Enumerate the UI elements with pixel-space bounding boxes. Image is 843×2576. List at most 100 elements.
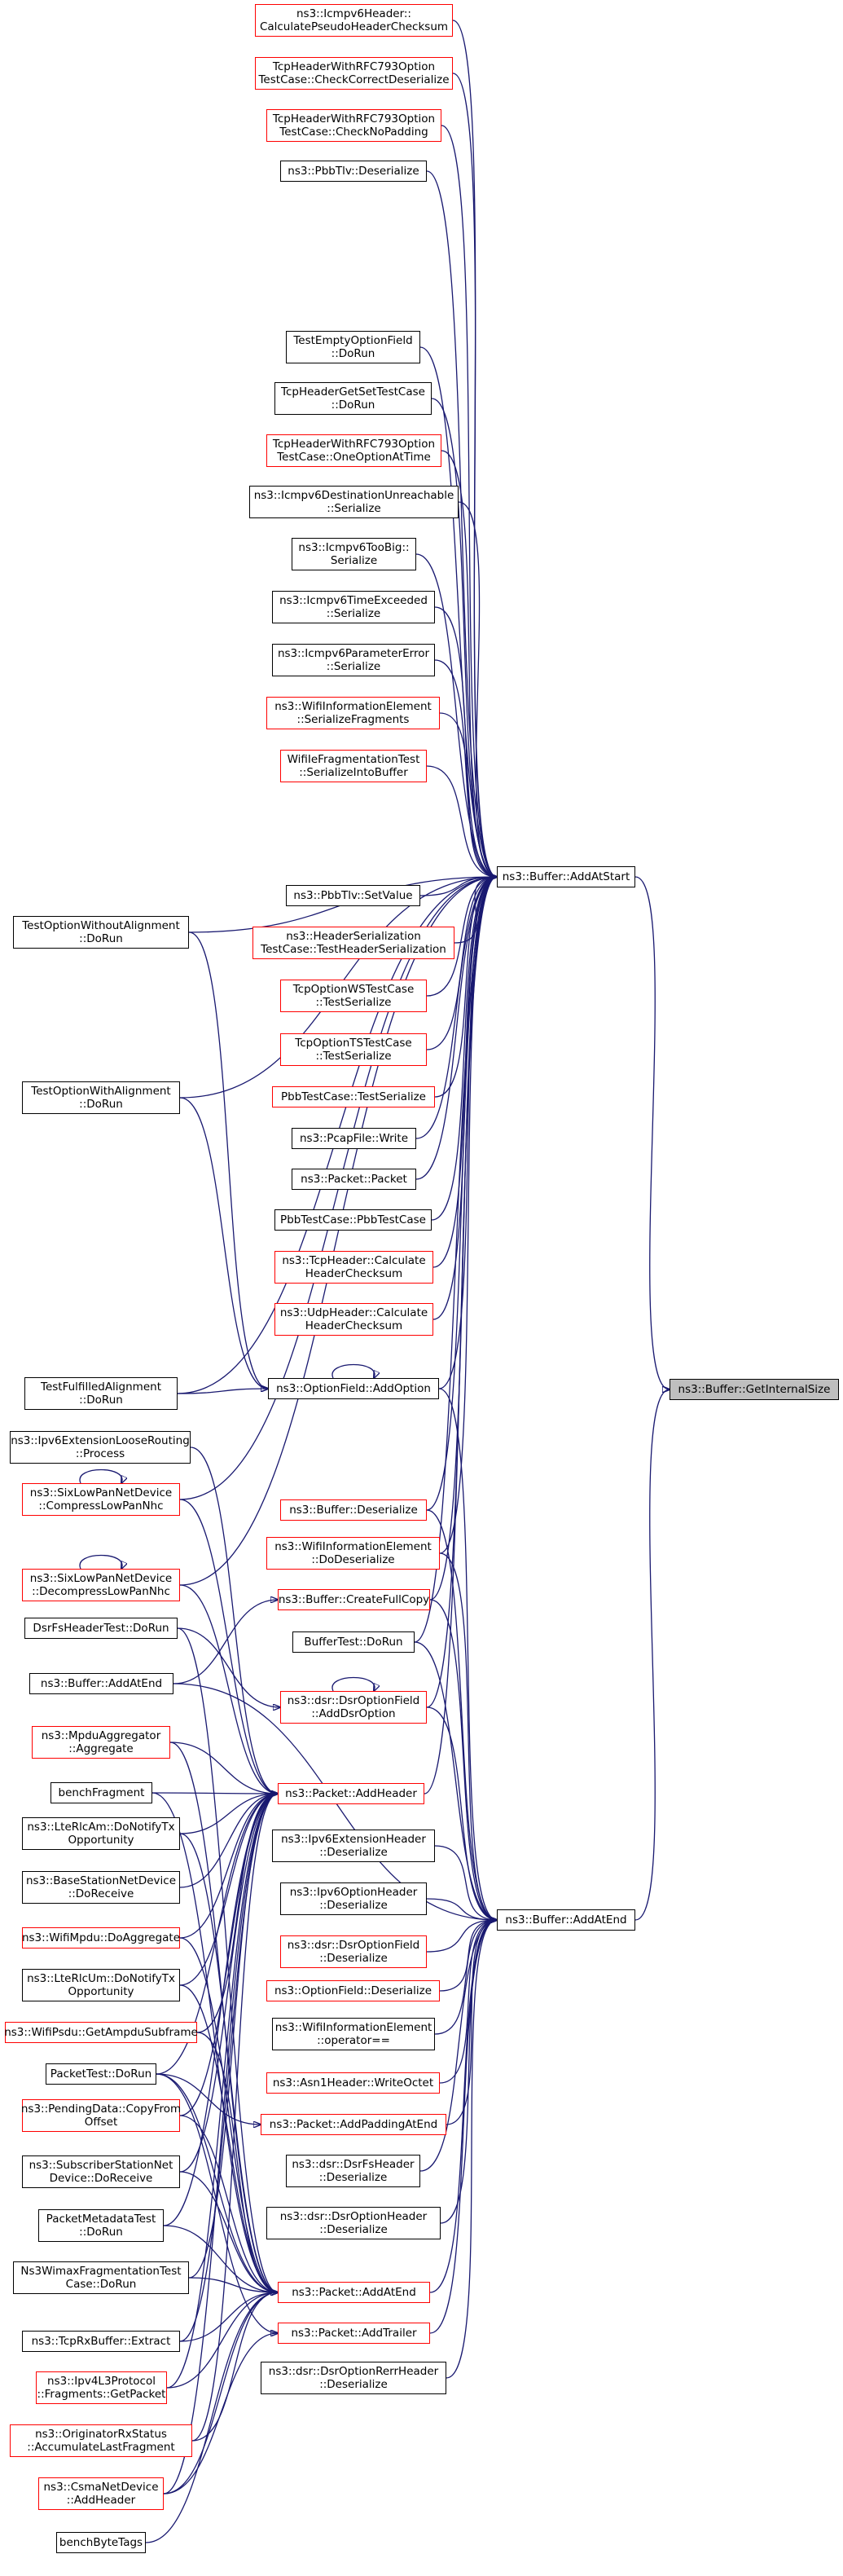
graph-node[interactable]: ns3::WifiInformationElement ::DoDeserial… (266, 1537, 440, 1570)
graph-node[interactable]: ns3::PcapFile::Write (292, 1128, 416, 1149)
graph-node[interactable]: TestOptionWithAlignment ::DoRun (22, 1081, 180, 1114)
call-edge (79, 1554, 122, 1570)
graph-node[interactable]: ns3::Icmpv6DestinationUnreachable ::Seri… (249, 486, 459, 518)
graph-node[interactable]: ns3::TcpRxBuffer::Extract (22, 2331, 180, 2352)
graph-node[interactable]: ns3::Ipv6ExtensionLooseRouting ::Process (10, 1431, 191, 1464)
call-edge (426, 1920, 497, 1953)
call-edge (179, 1499, 278, 1794)
graph-node[interactable]: TcpHeaderGetSetTestCase ::DoRun (274, 382, 432, 415)
graph-node[interactable]: ns3::LteRlcAm::DoNotifyTx Opportunity (22, 1817, 180, 1850)
call-edge (156, 2073, 261, 2125)
call-edge (439, 1552, 497, 1920)
graph-node[interactable]: ns3::WifiInformationElement ::SerializeF… (266, 697, 440, 729)
graph-node[interactable]: TcpOptionTSTestCase ::TestSerialize (280, 1033, 427, 1066)
graph-node[interactable]: ns3::Packet::AddTrailer (278, 2323, 430, 2344)
graph-node[interactable]: ns3::dsr::DsrOptionField ::Deserialize (280, 1935, 427, 1968)
graph-node[interactable]: ns3::OriginatorRxStatus ::AccumulateLast… (10, 2424, 192, 2457)
call-edge (177, 1389, 268, 1394)
graph-node[interactable]: ns3::Buffer::Deserialize (280, 1499, 427, 1521)
graph-node[interactable]: TestFulfilledAlignment ::DoRun (24, 1377, 178, 1410)
graph-node[interactable]: TcpHeaderWithRFC793Option TestCase::Chec… (255, 57, 453, 90)
graph-node[interactable]: ns3::Ipv4L3Protocol ::Fragments::GetPack… (36, 2371, 167, 2404)
graph-node[interactable]: WifiIeFragmentationTest ::SerializeIntoB… (280, 750, 427, 782)
graph-node[interactable]: ns3::Buffer::AddAtEnd (29, 1673, 173, 1694)
call-edge (179, 1937, 278, 2292)
graph-node[interactable]: ns3::Packet::AddHeader (278, 1783, 424, 1804)
graph-node[interactable]: benchFragment (50, 1782, 152, 1803)
graph-node[interactable]: TcpHeaderWithRFC793Option TestCase::Chec… (266, 109, 441, 142)
graph-node[interactable]: ns3::UdpHeader::Calculate HeaderChecksum (274, 1303, 433, 1336)
call-edge (179, 1794, 278, 1834)
graph-node[interactable]: PacketMetadataTest ::DoRun (38, 2209, 164, 2242)
call-edge (439, 1920, 497, 1992)
graph-node[interactable]: ns3::HeaderSerialization TestCase::TestH… (252, 927, 454, 959)
graph-node[interactable]: ns3::Packet::Packet (292, 1169, 416, 1190)
call-edge (177, 1627, 278, 2292)
graph-node[interactable]: ns3::WifiInformationElement ::operator== (272, 2018, 435, 2050)
call-edge (196, 2032, 278, 2292)
graph-node[interactable]: ns3::WifiPsdu::GetAmpduSubframe (4, 2022, 198, 2043)
graph-node[interactable]: ns3::Icmpv6ParameterError ::Serialize (272, 644, 435, 676)
graph-node[interactable]: PbbTestCase::PbbTestCase (274, 1209, 432, 1231)
graph-node[interactable]: ns3::Icmpv6TooBig:: Serialize (292, 538, 416, 570)
graph-node[interactable]: ns3::Buffer::CreateFullCopy (278, 1589, 430, 1610)
graph-node[interactable]: ns3::dsr::DsrFsHeader ::Deserialize (286, 2155, 420, 2187)
graph-node[interactable]: ns3::OptionField::Deserialize (266, 1980, 440, 2001)
graph-node[interactable]: ns3::Packet::AddPaddingAtEnd (261, 2114, 446, 2135)
graph-node[interactable]: PacketTest::DoRun (46, 2063, 156, 2085)
graph-node[interactable]: ns3::dsr::DsrOptionRerrHeader ::Deserial… (261, 2362, 446, 2394)
call-edge (426, 1509, 497, 1920)
graph-node[interactable]: TestEmptyOptionField ::DoRun (286, 331, 420, 363)
graph-node[interactable]: ns3::PbbTlv::Deserialize (280, 161, 427, 182)
graph-node[interactable]: BufferTest::DoRun (292, 1631, 415, 1653)
graph-node[interactable]: ns3::SixLowPanNetDevice ::DecompressLowP… (22, 1569, 180, 1601)
graph-node[interactable]: ns3::dsr::DsrOptionHeader ::Deserialize (266, 2207, 441, 2239)
graph-node[interactable]: ns3::Ipv6ExtensionHeader ::Deserialize (272, 1830, 435, 1862)
graph-node[interactable]: DsrFsHeaderTest::DoRun (24, 1618, 178, 1639)
graph-node[interactable]: ns3::BaseStationNetDevice ::DoReceive (22, 1871, 180, 1904)
graph-node[interactable]: ns3::Packet::AddAtEnd (278, 2282, 430, 2303)
graph-node[interactable]: ns3::Buffer::AddAtEnd (497, 1909, 635, 1931)
call-edge (426, 877, 497, 1511)
call-edge (188, 2277, 278, 2292)
graph-node[interactable]: ns3::Buffer::AddAtStart (497, 866, 635, 887)
call-edge (163, 1794, 278, 2226)
graph-node[interactable]: ns3::MpduAggregator ::Aggregate (32, 1726, 170, 1759)
call-edge (163, 2333, 278, 2495)
graph-node[interactable]: TcpOptionWSTestCase ::TestSerialize (280, 980, 427, 1012)
graph-node[interactable]: Ns3WimaxFragmentationTest Case::DoRun (13, 2261, 189, 2294)
graph-node[interactable]: benchByteTags (56, 2532, 146, 2553)
graph-node[interactable]: ns3::Icmpv6Header:: CalculatePseudoHeade… (255, 4, 453, 37)
call-edge (419, 1920, 497, 2172)
call-edge (434, 606, 497, 877)
graph-node[interactable]: ns3::CsmaNetDevice ::AddHeader (38, 2477, 164, 2510)
graph-node[interactable]: PbbTestCase::TestSerialize (272, 1086, 435, 1107)
graph-node[interactable]: ns3::Ipv6OptionHeader ::Deserialize (280, 1882, 427, 1915)
graph-node[interactable]: TestOptionWithoutAlignment ::DoRun (13, 916, 189, 949)
call-edge (454, 877, 497, 944)
graph-node[interactable]: ns3::LteRlcUm::DoNotifyTx Opportunity (22, 1969, 180, 2001)
call-edge (426, 170, 497, 877)
graph-node[interactable]: ns3::SixLowPanNetDevice ::CompressLowPan… (22, 1483, 180, 1516)
call-edge (426, 765, 497, 877)
call-edge (415, 877, 497, 1139)
graph-node[interactable]: ns3::PbbTlv::SetValue (286, 885, 420, 906)
graph-node[interactable]: ns3::Asn1Header::WriteOctet (266, 2072, 440, 2094)
graph-node[interactable]: ns3::WifiMpdu::DoAggregate (22, 1927, 180, 1949)
graph-node[interactable]: ns3::TcpHeader::Calculate HeaderChecksum (274, 1251, 433, 1284)
call-edge (179, 1794, 278, 1939)
call-edge (151, 1793, 278, 1794)
call-edge (145, 2292, 278, 2543)
graph-node[interactable]: ns3::dsr::DsrOptionField ::AddDsrOption (280, 1691, 427, 1724)
call-edge (439, 1920, 497, 2084)
call-edge (414, 877, 497, 1643)
call-edge (426, 877, 497, 997)
graph-node[interactable]: ns3::PendingData::CopyFrom Offset (21, 2099, 181, 2132)
graph-node[interactable]: ns3::SubscriberStationNet Device::DoRece… (22, 2155, 180, 2188)
call-edge (173, 1600, 278, 1684)
graph-node[interactable]: ns3::OptionField::AddOption (268, 1378, 439, 1399)
call-edge (179, 1097, 268, 1389)
call-edge (434, 1845, 497, 1920)
graph-node[interactable]: ns3::Icmpv6TimeExceeded ::Serialize (272, 591, 435, 623)
graph-node[interactable]: TcpHeaderWithRFC793Option TestCase::OneO… (266, 434, 441, 467)
